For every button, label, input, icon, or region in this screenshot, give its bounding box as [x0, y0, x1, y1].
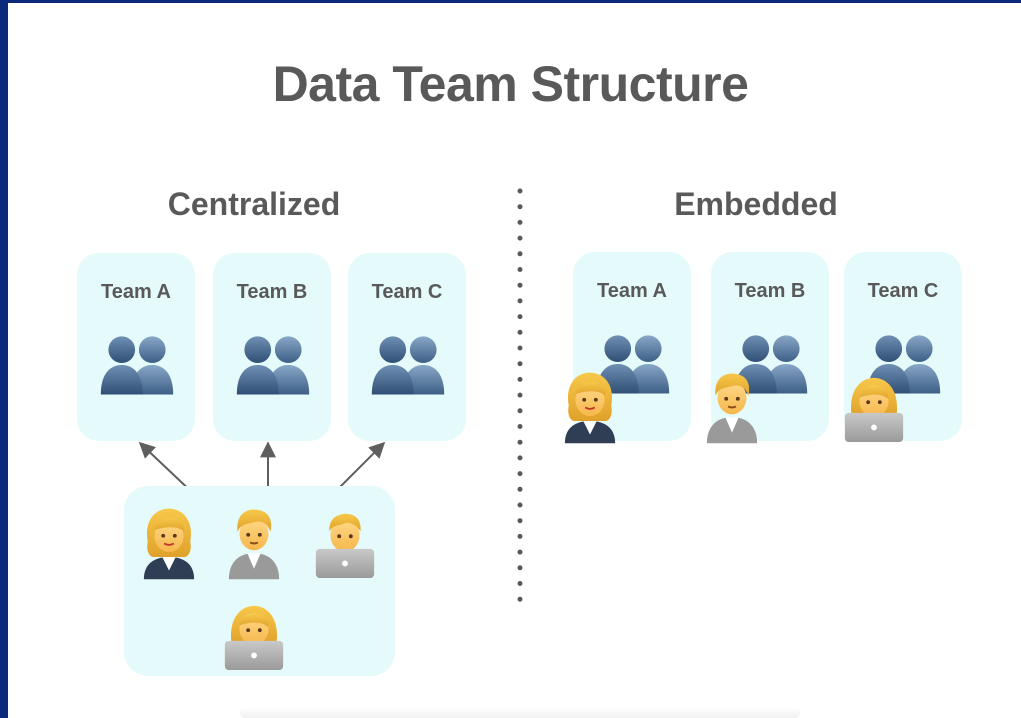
- centralized-team-c-box: Team C: [348, 253, 466, 441]
- team-label: Team B: [236, 281, 308, 303]
- team-label: Team A: [100, 281, 172, 303]
- team-label: Team C: [867, 280, 939, 302]
- team-label: Team B: [734, 280, 806, 302]
- team-label: Team A: [596, 280, 668, 302]
- bottom-shadow: [240, 706, 800, 718]
- woman-office-worker-icon: [561, 370, 619, 444]
- woman-technologist-icon: [840, 372, 908, 444]
- page-title: Data Team Structure: [272, 56, 749, 112]
- centralized-heading: Centralized: [167, 186, 341, 222]
- centralized-team-a-box: Team A: [77, 253, 195, 441]
- team-label: Team C: [371, 281, 443, 303]
- person-office-worker-icon: [703, 370, 761, 444]
- centralized-team-b-box: Team B: [213, 253, 331, 441]
- embedded-heading: Embedded: [674, 186, 838, 222]
